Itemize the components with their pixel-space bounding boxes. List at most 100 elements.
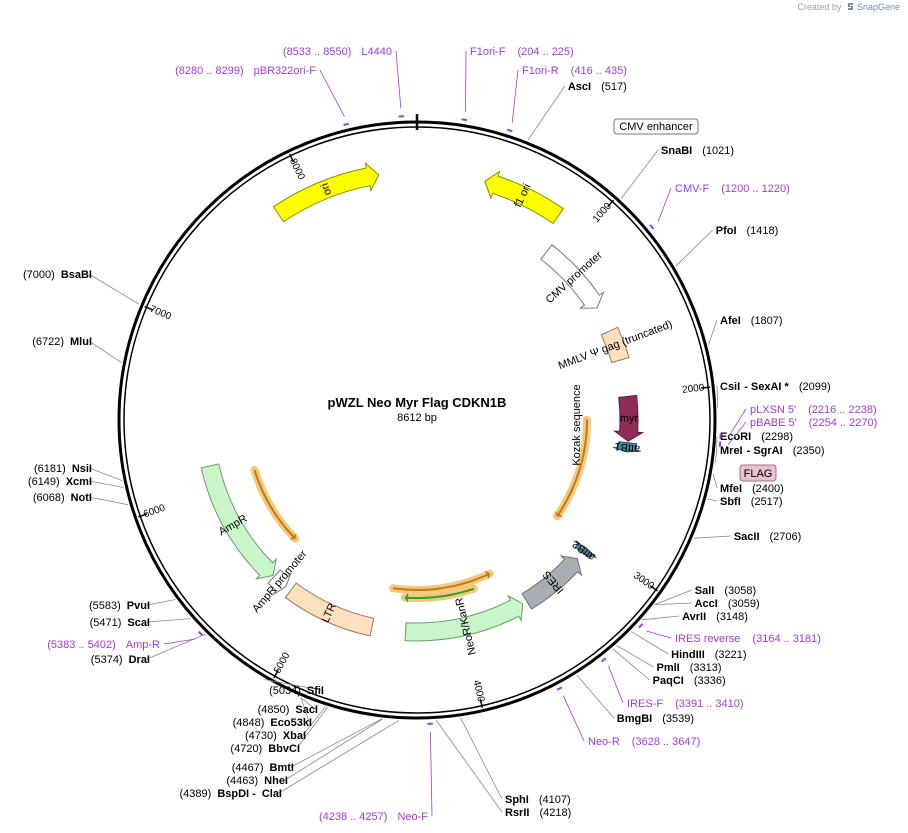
enzyme-name-ScaI: ScaI bbox=[127, 617, 150, 629]
primer-IRES-F[interactable]: IRES-F(3391 .. 3410) bbox=[627, 698, 744, 710]
enzyme-PvuI[interactable]: (5583)PvuI bbox=[89, 600, 150, 612]
enzyme-pos-PaqCI: (3336) bbox=[694, 675, 726, 687]
feature-ampr-promoter[interactable] bbox=[267, 569, 292, 595]
enzyme-SacII[interactable]: SacII(2706) bbox=[734, 531, 801, 543]
enzyme-SnaBI[interactable]: SnaBI(1021) bbox=[661, 145, 734, 157]
feature-cmv-promoter[interactable] bbox=[540, 244, 605, 309]
enzyme-DraI[interactable]: (5374)DraI bbox=[91, 654, 150, 666]
enzyme-PmlI[interactable]: PmlI(3313) bbox=[656, 662, 721, 674]
primer-pBABE 5'[interactable]: pBABE 5'(2254 .. 2270) bbox=[750, 417, 877, 429]
enzyme-line-MluI bbox=[88, 340, 122, 363]
enzyme-ScaI[interactable]: (5471)ScaI bbox=[90, 617, 150, 629]
feature-attb1[interactable] bbox=[612, 441, 641, 453]
enzyme-line-SacI bbox=[300, 697, 316, 710]
orf-amp[interactable] bbox=[253, 469, 296, 540]
orf-neo-green[interactable] bbox=[404, 587, 475, 599]
primer-range-Neo-R: (3628 .. 3647) bbox=[632, 736, 701, 748]
center-labels: pWZL Neo Myr Flag CDKN1B 8612 bp bbox=[328, 395, 507, 424]
enzyme-pos-XbaI: (4730) bbox=[245, 730, 277, 742]
enzyme-CsiI[interactable]: CsiI- SexAI *(2099) bbox=[720, 381, 831, 393]
enzyme-SphI[interactable]: SphI(4107) bbox=[505, 794, 571, 806]
enzyme-MreI[interactable]: MreI- SgrAI(2350) bbox=[720, 445, 824, 457]
enzyme-HindIII[interactable]: HindIII(3221) bbox=[671, 649, 746, 661]
enzyme-pos-MluI: (6722) bbox=[32, 336, 64, 348]
enzyme-XcmI[interactable]: (6149)XcmI bbox=[28, 476, 92, 488]
primer-range-pBR322ori-F: (8280 .. 8299) bbox=[175, 65, 244, 77]
feature-ltr[interactable] bbox=[284, 582, 375, 637]
enzyme-name-XbaI: XbaI bbox=[283, 730, 306, 742]
feature-ori[interactable] bbox=[272, 161, 380, 223]
feature-attb2[interactable] bbox=[573, 540, 597, 560]
orf-myr-cdkn1b[interactable] bbox=[556, 419, 589, 518]
orf-neo[interactable] bbox=[392, 572, 491, 591]
primer-pLXSN 5'[interactable]: pLXSN 5'(2216 .. 2238) bbox=[750, 404, 877, 416]
primer-Neo-R[interactable]: Neo-R(3628 .. 3647) bbox=[588, 736, 700, 748]
enzyme-BsaBI[interactable]: (7000) BsaBI bbox=[23, 269, 92, 281]
tick-7000 bbox=[144, 305, 154, 311]
enzyme-AvrII[interactable]: AvrII(3148) bbox=[682, 611, 748, 623]
primer-F1ori-F[interactable]: F1ori-F(204 .. 225) bbox=[470, 46, 574, 58]
enzyme-AfeI[interactable]: AfeI(1807) bbox=[720, 315, 783, 327]
enzyme-pos-BbvCI: (4720) bbox=[230, 743, 262, 755]
enzyme-Eco53kI[interactable]: (4848)Eco53kI bbox=[233, 717, 312, 729]
enzyme-NsiI[interactable]: (6181)NsiI bbox=[34, 463, 92, 475]
enzyme-SalI[interactable]: SalI(3058) bbox=[695, 585, 756, 597]
enzyme-SacI[interactable]: (4850)SacI bbox=[258, 704, 318, 716]
enzyme-EcoRI[interactable]: EcoRI(2298) bbox=[720, 431, 793, 443]
enzyme-BmgBI[interactable]: BmgBI(3539) bbox=[617, 713, 694, 725]
enzyme-BbvCI[interactable]: (4720) BbvCI bbox=[230, 743, 300, 755]
enzyme-name-BmtI: BmtI bbox=[270, 762, 294, 774]
enzyme-name-BbvCI: BbvCI bbox=[268, 743, 300, 755]
enzyme-NheI[interactable]: (4463)NheI bbox=[226, 775, 288, 787]
enzyme-SbfI[interactable]: SbfI(2517) bbox=[720, 496, 783, 508]
enzyme-line-XcmI bbox=[88, 480, 124, 488]
feature-ires[interactable] bbox=[521, 555, 583, 610]
enzyme-pos-NotI: (6068) bbox=[33, 492, 65, 504]
enzyme-line-MreI bbox=[714, 449, 718, 464]
enzyme-BmtI[interactable]: (4467)BmtI bbox=[232, 762, 294, 774]
enzyme-pos-AvrII: (3148) bbox=[716, 611, 748, 623]
enzyme-name-PmlI: PmlI bbox=[656, 662, 679, 674]
primer-Neo-F[interactable]: (4238 .. 4257)Neo-F bbox=[319, 811, 428, 823]
primer-IRES reverse[interactable]: IRES reverse(3164 .. 3181) bbox=[675, 633, 821, 645]
primer-F1ori-R[interactable]: F1ori-R(416 .. 435) bbox=[522, 65, 627, 77]
enzyme-line-NotI bbox=[88, 496, 129, 506]
primer-range-CMV-F: (1200 .. 1220) bbox=[721, 183, 790, 195]
enzyme-AccI[interactable]: AccI(3059) bbox=[695, 598, 760, 610]
enzyme-line-HindIII bbox=[630, 631, 669, 655]
enzyme-NotI[interactable]: (6068) NotI bbox=[33, 492, 92, 504]
enzyme-name-BsaBI: BsaBI bbox=[61, 269, 92, 281]
enzyme-pos-CsiI: (2099) bbox=[799, 381, 831, 393]
enzyme-ClaI[interactable]: (4389)BspDI -ClaI bbox=[180, 788, 282, 800]
enzyme-RsrII[interactable]: RsrII(4218) bbox=[505, 807, 571, 819]
enzyme-pos-DraI: (5374) bbox=[91, 654, 123, 666]
feature-f1-ori[interactable] bbox=[484, 170, 564, 225]
primer-L4440[interactable]: (8533 .. 8550)L4440 bbox=[283, 46, 392, 58]
tick-label-7000: 7000 bbox=[148, 304, 173, 323]
primer-pBR322ori-F[interactable]: (8280 .. 8299) pBR322ori-F bbox=[175, 65, 316, 77]
enzyme-name-PaqCI: PaqCI bbox=[653, 675, 684, 687]
feature-neor-kanr[interactable] bbox=[404, 594, 524, 642]
feature-mmlv-gag[interactable] bbox=[600, 326, 630, 364]
enzyme-pos-BsaBI: (7000) bbox=[23, 269, 55, 281]
enzyme-SfiI[interactable]: (5034)SfiI bbox=[269, 685, 324, 697]
enzyme-PfoI[interactable]: PfoI(1418) bbox=[716, 225, 779, 237]
enzyme-PaqCI[interactable]: PaqCI (3336) bbox=[653, 675, 726, 687]
primer-name-pBR322ori-F: pBR322ori-F bbox=[254, 65, 317, 77]
feature-myr[interactable] bbox=[613, 394, 645, 442]
enzyme-name-NotI: NotI bbox=[71, 492, 92, 504]
enzyme-MluI[interactable]: (6722)MluI bbox=[32, 336, 92, 348]
primer-Amp-R[interactable]: (5383 .. 5402)Amp-R bbox=[47, 639, 160, 651]
enzyme-name-SfiI: SfiI bbox=[307, 685, 324, 697]
enzyme-XbaI[interactable]: (4730) XbaI bbox=[245, 730, 306, 742]
primer-mark-F1ori-R bbox=[506, 128, 513, 133]
feature-ampr[interactable] bbox=[200, 463, 278, 580]
primers: F1ori-F(204 .. 225) F1ori-R(416 .. 435) CM… bbox=[47, 46, 877, 823]
enzyme-MfeI[interactable]: MfeI(2400) bbox=[720, 483, 784, 495]
enzyme-AscI[interactable]: AscI(517) bbox=[568, 81, 627, 93]
primer-CMV-F[interactable]: CMV-F(1200 .. 1220) bbox=[675, 183, 790, 195]
credit-prefix: Created by bbox=[797, 2, 842, 12]
tick-3000 bbox=[649, 585, 658, 592]
enzyme-name-AscI: AscI bbox=[568, 81, 591, 93]
